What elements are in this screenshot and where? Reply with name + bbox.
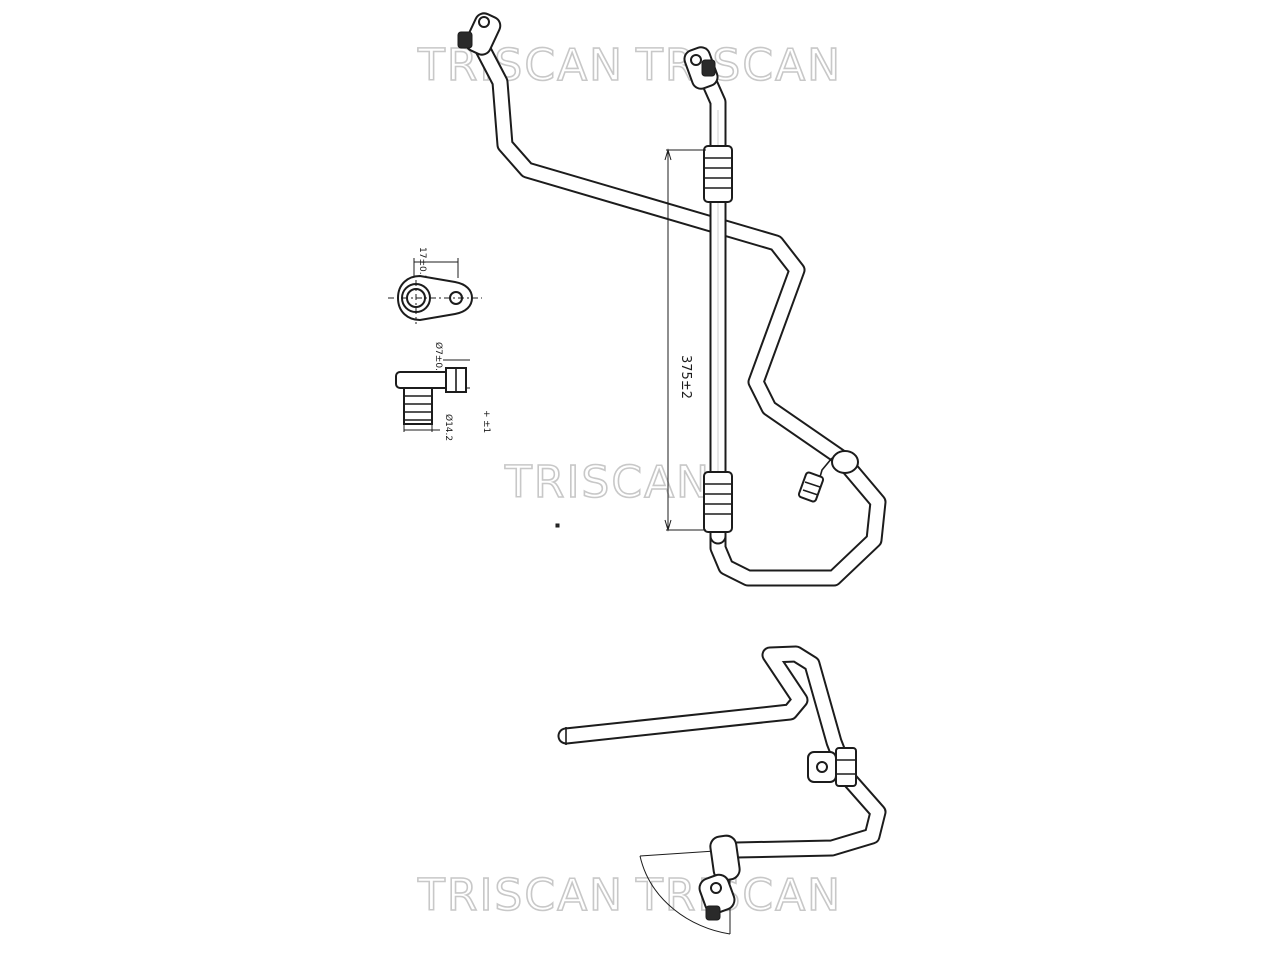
stray-mark — [555, 523, 560, 528]
watermark-top-right: TRISCAN — [635, 40, 842, 91]
fitting-side-detail: Ø7±0.5 Ø14.2 + ±1 — [395, 342, 491, 441]
watermark-top-left: TRISCAN — [417, 40, 624, 91]
lower-crimp-sleeve — [703, 471, 733, 533]
secondary-pipe-view — [557, 645, 887, 935]
watermark-bottom-right: TRISCAN — [635, 870, 842, 921]
thread-tolerance-upper: + — [481, 410, 491, 418]
upper-crimp-sleeve — [703, 145, 733, 203]
service-valve — [797, 450, 859, 503]
bore-diameter-label: Ø7±0.5 — [433, 342, 444, 377]
watermark-middle: TRISCAN — [504, 457, 711, 508]
flange-detail: 17±0.3 — [388, 247, 482, 324]
top-left-fitting — [457, 12, 502, 56]
thread-tolerance-lower: ±1 — [481, 420, 491, 433]
pipe-length-label: 375±2 — [678, 355, 693, 399]
secondary-service-valve — [807, 747, 857, 787]
main-pipe-view: 375±2 — [457, 12, 887, 587]
flange-width-label: 17±0.3 — [417, 247, 427, 280]
secondary-angled-fitting — [639, 834, 741, 935]
thread-diameter-label: Ø14.2 — [443, 414, 454, 441]
pipe-length-dimension: 375±2 — [664, 148, 706, 532]
top-right-fitting — [683, 46, 719, 90]
watermark-bottom-left: TRISCAN — [417, 870, 624, 921]
left-pipe-branch — [469, 31, 887, 587]
